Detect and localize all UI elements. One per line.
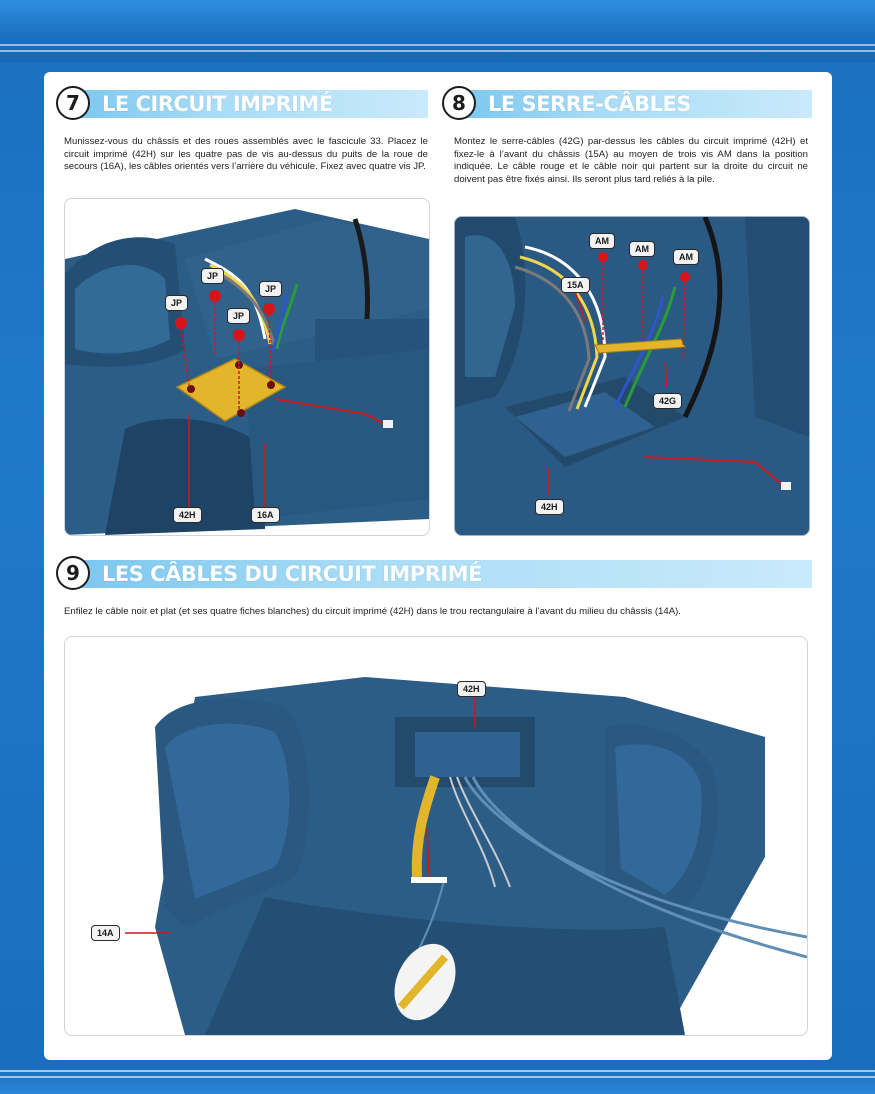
step-7-illustration: JP JP JP JP 42H 16A: [64, 198, 430, 536]
callout-jp: JP: [201, 268, 225, 284]
callout-am: AM: [673, 249, 699, 265]
step-title: LES CÂBLES DU CIRCUIT IMPRIMÉ: [102, 562, 482, 586]
callout-42h: 42H: [535, 499, 564, 515]
step-number: 7: [56, 86, 90, 120]
step-9-text: Enfilez le câble noir et plat (et ses qu…: [64, 606, 681, 617]
callout-42h: 42H: [173, 507, 202, 523]
callout-jp: JP: [165, 295, 189, 311]
heading-bar: [460, 90, 812, 118]
step-8-illustration: AM AM AM 15A 42G 42H: [454, 216, 810, 536]
callout-am: AM: [629, 241, 655, 257]
step-number: 9: [56, 556, 90, 590]
callout-14a: 14A: [91, 925, 120, 941]
heading-bar: [74, 560, 812, 588]
callout-15a: 15A: [561, 277, 590, 293]
callout-jp: JP: [259, 281, 283, 297]
callout-jp: JP: [227, 308, 251, 324]
chassis-drawing: [65, 209, 429, 535]
chassis-drawing: [125, 677, 807, 1035]
step-title: LE SERRE-CÂBLES: [488, 92, 691, 116]
chassis-drawing: [455, 217, 809, 535]
heading-bar: [74, 90, 428, 118]
bottom-border-band: [0, 1064, 875, 1094]
instruction-page: 7 LE CIRCUIT IMPRIMÉ Munissez-vous du ch…: [44, 72, 832, 1060]
callout-42h: 42H: [457, 681, 486, 697]
top-border-band: [0, 0, 875, 62]
step-number: 8: [442, 86, 476, 120]
step-8-text: Montez le serre-câbles (42G) par-dessus …: [454, 136, 808, 185]
callout-42g: 42G: [653, 393, 683, 409]
step-9-illustration: 42H 14A: [64, 636, 808, 1036]
step-7-text: Munissez-vous du châssis et des roues as…: [64, 136, 428, 173]
step-8-heading: 8 LE SERRE-CÂBLES: [442, 86, 812, 120]
step-title: LE CIRCUIT IMPRIMÉ: [102, 92, 333, 116]
step-9-heading: 9 LES CÂBLES DU CIRCUIT IMPRIMÉ: [56, 556, 812, 590]
callout-16a: 16A: [251, 507, 280, 523]
callout-am: AM: [589, 233, 615, 249]
step-7-heading: 7 LE CIRCUIT IMPRIMÉ: [56, 86, 428, 120]
